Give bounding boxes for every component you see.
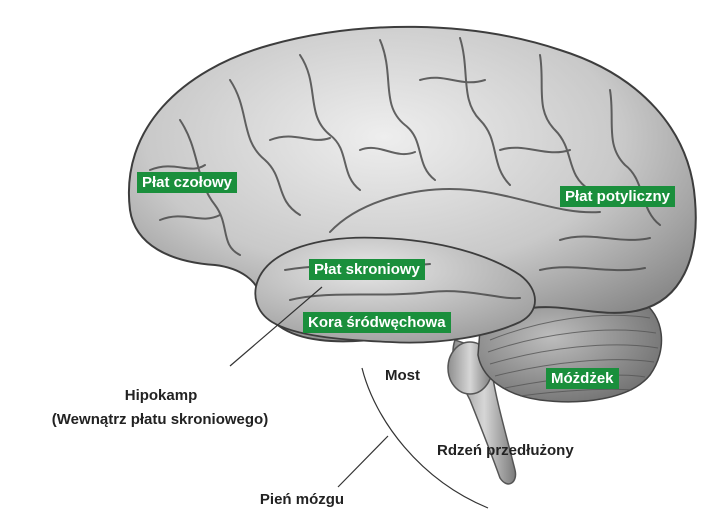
label-medulla: Rdzeń przedłużony	[437, 441, 574, 460]
label-frontal-lobe: Płat czołowy	[137, 172, 237, 193]
label-cerebellum: Móżdżek	[546, 368, 619, 389]
label-brainstem: Pień mózgu	[242, 490, 362, 509]
label-pons: Most	[385, 366, 420, 385]
brainstem-leader-line	[338, 436, 388, 487]
label-hippocampus-note: (Wewnątrz płatu skroniowego)	[4, 410, 316, 429]
label-hippocampus: Hipokamp	[109, 386, 213, 405]
label-occipital-lobe: Płat potyliczny	[560, 186, 675, 207]
label-entorhinal-cortex: Kora śródwęchowa	[303, 312, 451, 333]
label-temporal-lobe: Płat skroniowy	[309, 259, 425, 280]
